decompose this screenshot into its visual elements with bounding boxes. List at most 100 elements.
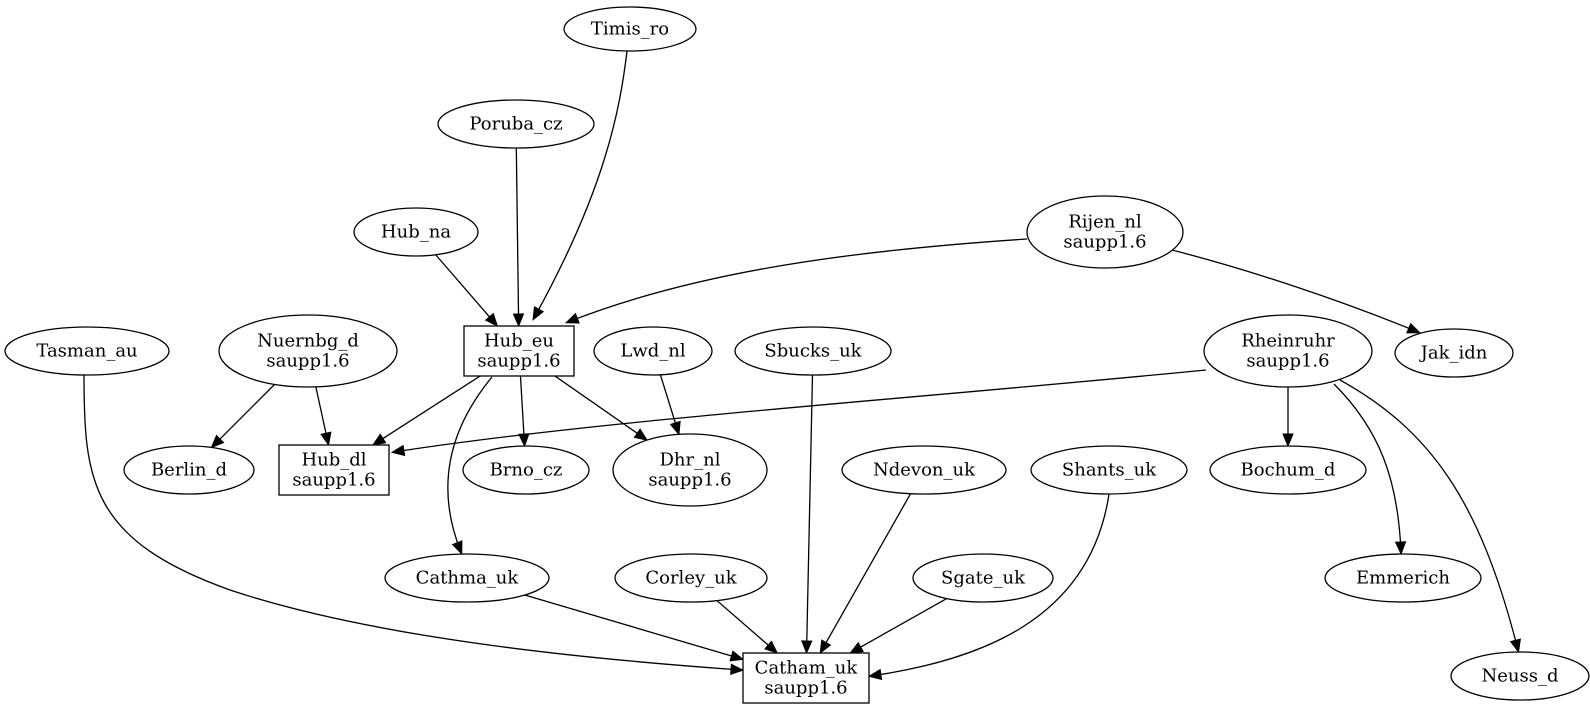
node-shants_uk[interactable]: Shants_uk (1030, 445, 1188, 495)
edge-line (83, 374, 742, 671)
node-ndevon_uk[interactable]: Ndevon_uk (841, 445, 1007, 495)
edge-timis_ro-to-hub_eu (532, 50, 628, 321)
node-label: Lwd_nl (620, 341, 685, 362)
node-label: Sbucks_uk (764, 341, 862, 362)
arrowhead (1282, 433, 1294, 448)
node-sublabel: saupp1.6 (292, 470, 375, 491)
edge-sbucks_uk-to-catham_uk (801, 374, 814, 655)
node-label: Emmerich (1356, 568, 1450, 589)
node-ellipse (1203, 314, 1373, 388)
node-ellipse (593, 326, 713, 376)
node-brno_cz[interactable]: Brno_cz (462, 445, 590, 495)
node-emmerich[interactable]: Emmerich (1324, 553, 1482, 603)
node-ellipse (4, 326, 170, 376)
node-tasman_au[interactable]: Tasman_au (4, 326, 170, 376)
node-label: Poruba_cz (469, 114, 562, 135)
node-ellipse (563, 6, 697, 52)
arrowhead (633, 428, 649, 441)
node-ellipse (462, 445, 590, 495)
node-timis_ro[interactable]: Timis_ro (563, 6, 697, 52)
arrowhead (1406, 322, 1422, 334)
node-ellipse (1450, 651, 1590, 701)
edge-line (315, 386, 327, 435)
node-corley_uk[interactable]: Corley_uk (614, 553, 768, 603)
edge-line (381, 375, 481, 440)
node-ellipse (123, 445, 255, 495)
arrowhead (669, 420, 681, 436)
arrowhead (484, 312, 499, 327)
edge-line (859, 597, 948, 649)
node-sublabel: saupp1.6 (266, 351, 349, 372)
arrowhead (819, 639, 832, 655)
edge-line (393, 369, 1207, 453)
node-jak_idn[interactable]: Jak_idn (1394, 328, 1514, 378)
edge-line (533, 50, 628, 319)
node-label: Nuernbg_d (257, 331, 359, 352)
arrowhead (532, 306, 545, 321)
edge-line (1333, 383, 1402, 553)
edge-cathma_uk-to-catham_uk (524, 594, 745, 662)
node-label: Hub_eu (484, 331, 554, 352)
node-ellipse (734, 326, 892, 376)
arrowhead (451, 540, 463, 556)
edge-corley_uk-to-catham_uk (716, 600, 779, 654)
node-ellipse (1324, 553, 1482, 603)
node-label: Hub_na (381, 222, 451, 243)
node-hub_na[interactable]: Hub_na (353, 207, 479, 257)
edge-line (806, 374, 814, 643)
node-lwd_nl[interactable]: Lwd_nl (593, 326, 713, 376)
node-berlin_d[interactable]: Berlin_d (123, 445, 255, 495)
arrowhead (371, 433, 387, 446)
node-bochum_d[interactable]: Bochum_d (1209, 445, 1367, 495)
node-label: Brno_cz (490, 460, 563, 481)
node-sgate_uk[interactable]: Sgate_uk (912, 553, 1054, 603)
node-label: Rijen_nl (1068, 212, 1142, 233)
edge-line (1339, 379, 1519, 651)
node-label: Timis_ro (591, 19, 669, 40)
node-label: Jak_idn (1419, 343, 1488, 364)
node-label: Bochum_d (1241, 460, 1336, 481)
edge-line (659, 374, 677, 425)
edge-line (519, 375, 525, 436)
edge-ndevon_uk-to-catham_uk (819, 493, 912, 655)
arrowhead (390, 444, 406, 457)
node-ellipse (612, 433, 768, 507)
edge-line (524, 594, 733, 657)
edge-nuernbg_d-to-berlin_d (210, 383, 276, 449)
node-ellipse (384, 553, 550, 603)
node-ellipse (614, 553, 768, 603)
edge-rheinruhr-to-bochum_d (1282, 387, 1294, 448)
node-ellipse (912, 553, 1054, 603)
edge-rijen_nl-to-hub_eu (564, 238, 1028, 324)
node-label: Sgate_uk (941, 568, 1026, 589)
arrowhead (320, 431, 332, 447)
node-poruba_cz[interactable]: Poruba_cz (437, 99, 595, 149)
edge-line (870, 493, 1110, 677)
node-label: Rheinruhr (1241, 331, 1335, 352)
arrowhead (849, 641, 864, 654)
arrowhead (1394, 541, 1407, 556)
edge-shants_uk-to-catham_uk (867, 493, 1110, 681)
edge-hub_eu-to-hub_dl (371, 375, 481, 446)
edge-poruba_cz-to-hub_eu (512, 147, 525, 328)
node-sbucks_uk[interactable]: Sbucks_uk (734, 326, 892, 376)
arrowhead (210, 434, 225, 449)
edge-line (825, 493, 912, 644)
edge-hub_eu-to-cathma_uk (447, 376, 493, 556)
node-box (463, 325, 575, 377)
edges-layer (83, 50, 1521, 681)
node-label: Tasman_au (36, 341, 137, 362)
node-label: Shants_uk (1062, 460, 1157, 481)
node-neuss_d[interactable]: Neuss_d (1450, 651, 1590, 701)
node-label: Corley_uk (645, 568, 737, 589)
node-cathma_uk[interactable]: Cathma_uk (384, 553, 550, 603)
edge-hub_eu-to-dhr_nl (554, 375, 649, 441)
